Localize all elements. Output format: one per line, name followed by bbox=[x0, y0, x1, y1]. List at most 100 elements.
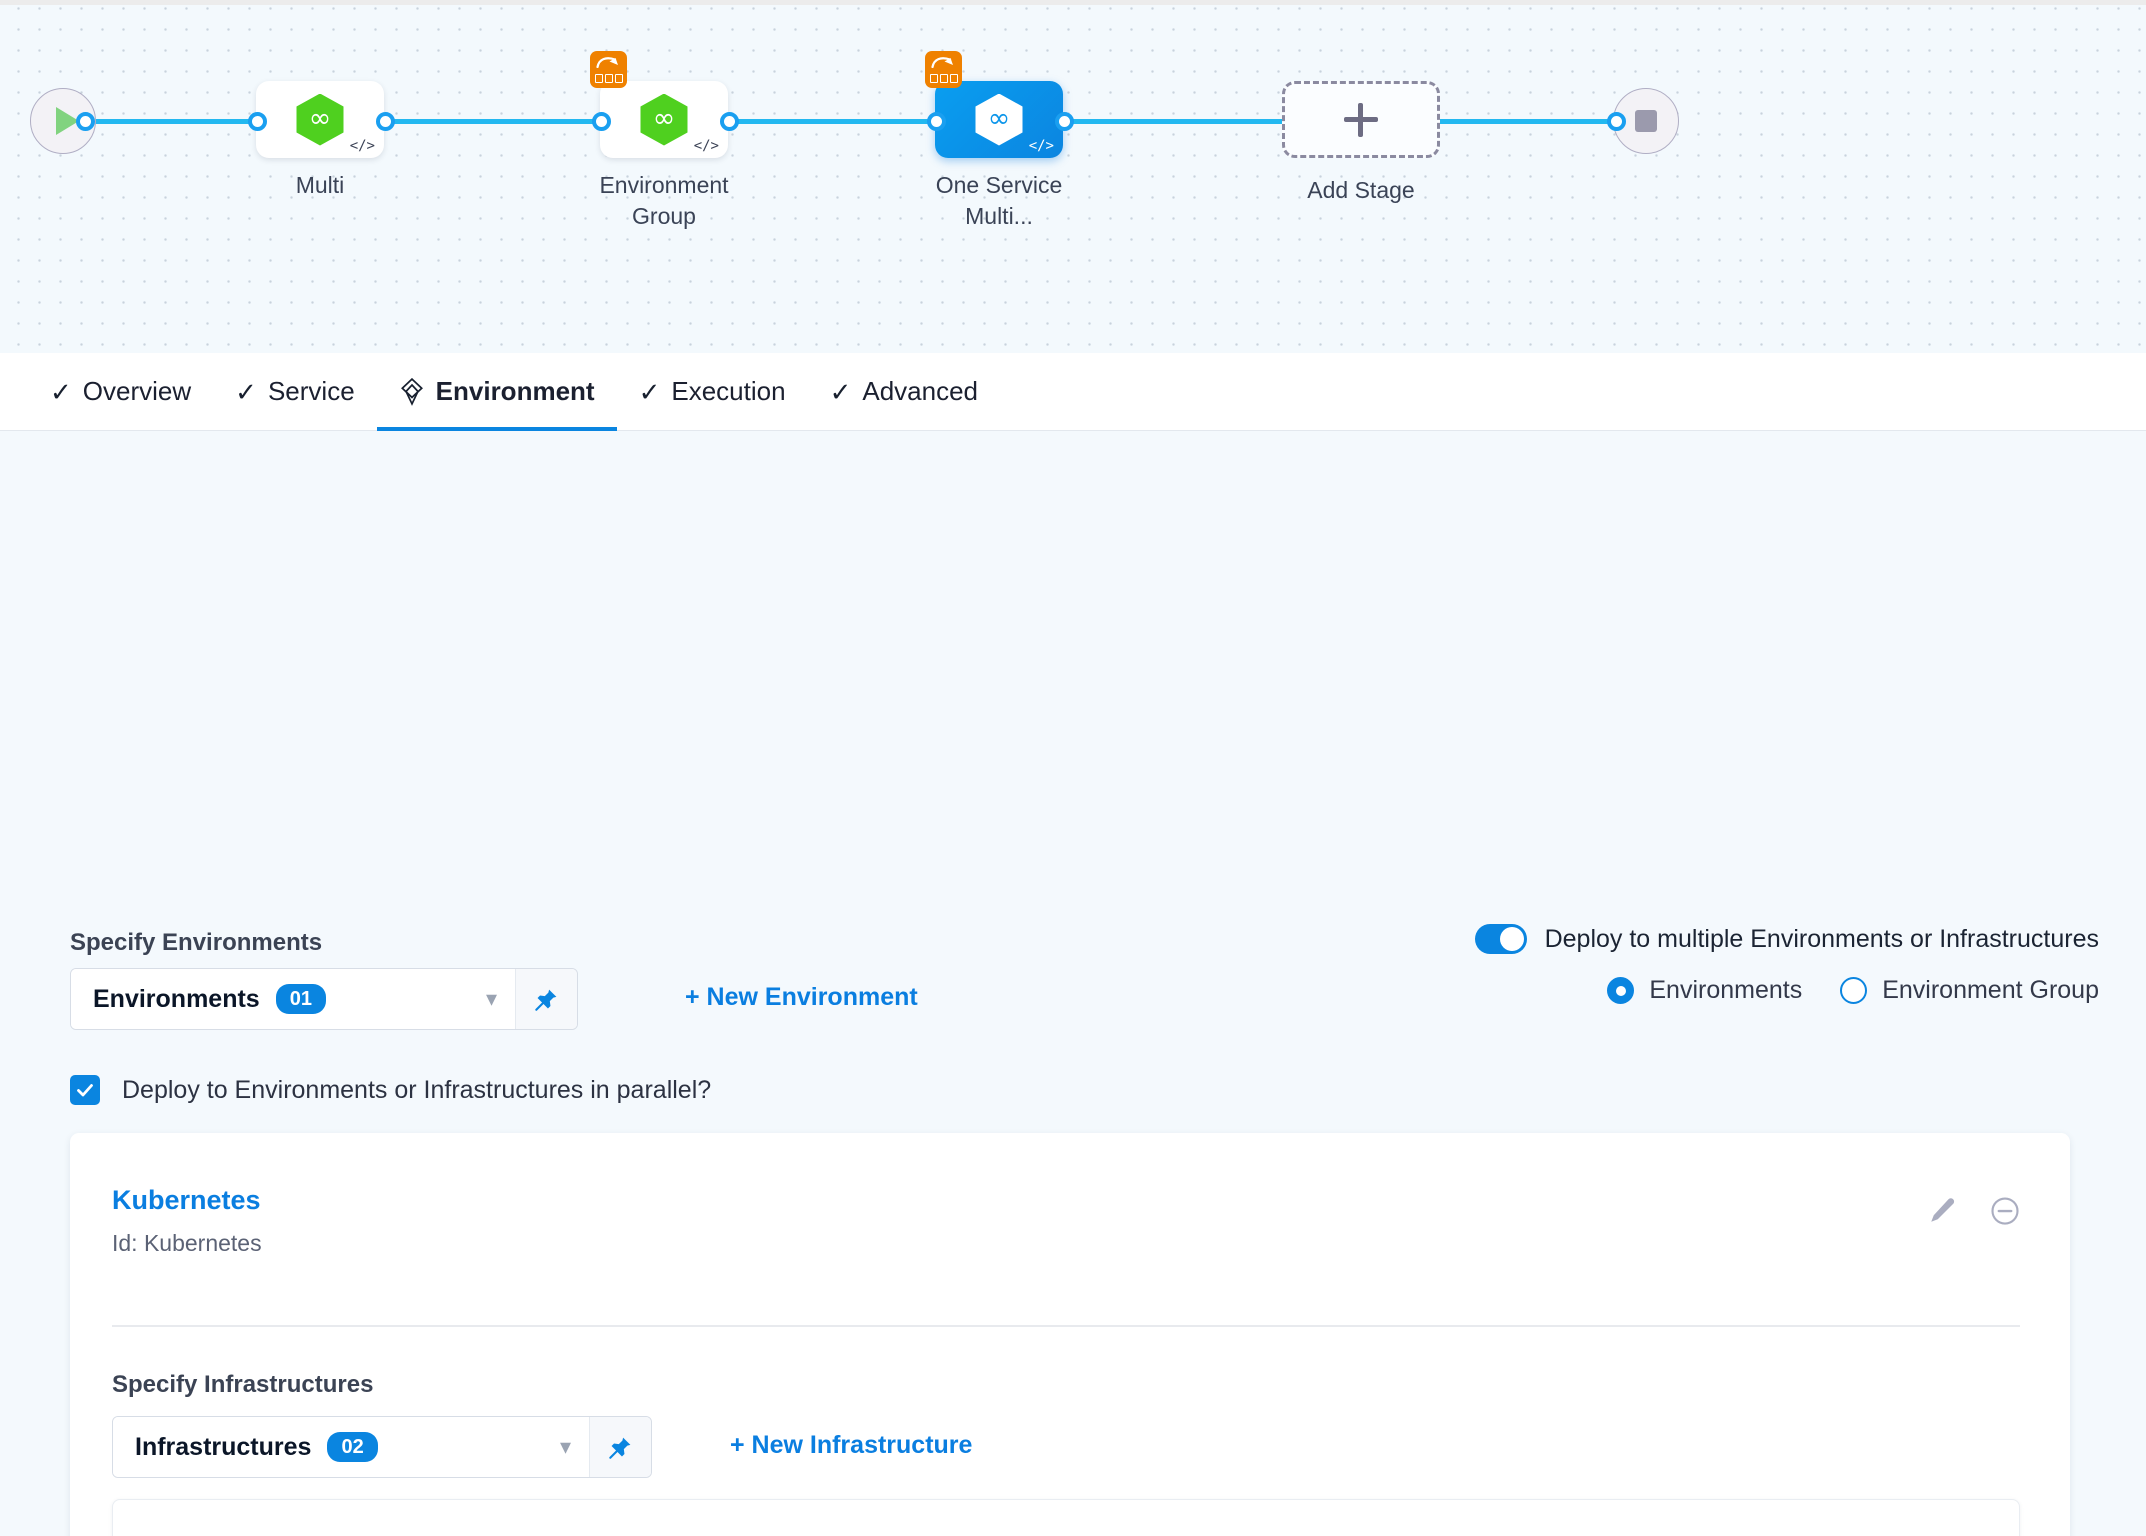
stage-node-multi[interactable]: ∞ </> bbox=[256, 81, 384, 158]
specify-infrastructures-label: Specify Infrastructures bbox=[112, 1371, 374, 1398]
radio-environment-group-input[interactable] bbox=[1840, 977, 1868, 1004]
radio-environment-group[interactable]: Environment Group bbox=[1840, 976, 2099, 1005]
code-icon[interactable]: </> bbox=[349, 138, 375, 154]
deployment-hexagon-icon: ∞ bbox=[975, 93, 1023, 146]
infrastructures-select-value: Infrastructures bbox=[135, 1432, 312, 1461]
parallel-deploy-label: Deploy to Environments or Infrastructure… bbox=[122, 1075, 712, 1104]
tab-overview-label: Overview bbox=[82, 376, 192, 406]
deployment-hexagon-icon: ∞ bbox=[296, 93, 344, 146]
new-environment-button[interactable]: + New Environment bbox=[685, 983, 918, 1011]
tab-service[interactable]: ✓ Service bbox=[213, 353, 377, 431]
stage-node-environment-group[interactable]: ∞ </> bbox=[590, 51, 728, 158]
infrastructure-card-body: Cluster 2 Id: Cluster_2 bbox=[113, 1500, 2019, 1536]
matrix-arrow-icon bbox=[596, 57, 618, 68]
matrix-arrow-icon bbox=[931, 57, 953, 68]
deploy-target-radio-group[interactable]: Environments Environment Group bbox=[1475, 976, 2099, 1005]
tab-advanced[interactable]: ✓ Advanced bbox=[808, 353, 1000, 431]
infrastructure-card: Cluster 2 Id: Cluster_2 bbox=[112, 1499, 2020, 1536]
circle-minus-icon bbox=[1991, 1197, 2019, 1225]
code-icon[interactable]: </> bbox=[1028, 138, 1054, 154]
play-icon bbox=[55, 107, 79, 135]
environment-card: Kubernetes Id: Kubernetes Specify Infras… bbox=[70, 1133, 2070, 1536]
multi-deploy-toggle[interactable] bbox=[1474, 924, 1527, 954]
chevron-down-icon: ▾ bbox=[559, 1434, 571, 1459]
edit-environment-button[interactable] bbox=[1927, 1196, 1957, 1226]
check-icon: ✓ bbox=[235, 376, 257, 407]
tab-execution-label: Execution bbox=[671, 376, 786, 406]
tab-execution[interactable]: ✓ Execution bbox=[617, 353, 808, 431]
pipeline-edge bbox=[665, 119, 935, 124]
matrix-boxes-icon bbox=[930, 74, 958, 83]
port-out-one-service-multi[interactable] bbox=[1055, 112, 1074, 131]
check-icon bbox=[77, 1084, 93, 1097]
pin-environments-button[interactable] bbox=[515, 969, 577, 1029]
multi-deploy-toggle-label: Deploy to multiple Environments or Infra… bbox=[1544, 924, 2099, 953]
stop-icon bbox=[1635, 110, 1657, 132]
radio-environments-input[interactable] bbox=[1607, 977, 1635, 1004]
layers-icon bbox=[400, 377, 423, 406]
pipeline-edge bbox=[1440, 119, 1640, 124]
port-in-multi[interactable] bbox=[248, 112, 267, 131]
multi-deploy-toggle-row[interactable]: Deploy to multiple Environments or Infra… bbox=[1474, 924, 2099, 954]
environment-card-header: Kubernetes Id: Kubernetes bbox=[70, 1133, 2070, 1257]
infrastructures-count-badge: 02 bbox=[327, 1432, 378, 1462]
check-icon: ✓ bbox=[50, 376, 72, 407]
port-start[interactable] bbox=[76, 112, 95, 131]
parallel-deploy-checkbox[interactable] bbox=[70, 1075, 100, 1105]
parallel-deploy-checkbox-row[interactable]: Deploy to Environments or Infrastructure… bbox=[70, 1075, 711, 1105]
stage-label-multi: Multi bbox=[295, 172, 345, 198]
matrix-strategy-icon bbox=[925, 51, 962, 88]
pipeline-edge bbox=[1000, 119, 1285, 124]
check-icon: ✓ bbox=[638, 376, 661, 407]
tab-advanced-label: Advanced bbox=[862, 376, 979, 406]
chevron-down-icon: ▾ bbox=[485, 986, 497, 1011]
environments-select-box[interactable]: Environments 01 ▾ bbox=[71, 969, 515, 1029]
environment-name-link[interactable]: Kubernetes bbox=[112, 1185, 261, 1215]
environments-select-value: Environments bbox=[93, 984, 260, 1013]
matrix-strategy-icon bbox=[590, 51, 627, 88]
radio-environment-group-label: Environment Group bbox=[1882, 976, 2099, 1004]
add-stage-button[interactable] bbox=[1282, 81, 1440, 158]
add-stage-label: Add Stage bbox=[1307, 177, 1415, 203]
new-infrastructure-button[interactable]: + New Infrastructure bbox=[730, 1431, 973, 1459]
pin-infrastructures-button[interactable] bbox=[589, 1417, 651, 1477]
check-icon: ✓ bbox=[829, 376, 852, 407]
environment-panel: Specify Environments Environments 01 ▾ +… bbox=[0, 431, 2146, 1536]
port-out-environment-group[interactable] bbox=[720, 112, 739, 131]
radio-environments[interactable]: Environments bbox=[1607, 976, 1802, 1005]
plus-icon bbox=[1344, 102, 1378, 137]
infrastructures-select[interactable]: Infrastructures 02 ▾ bbox=[112, 1416, 652, 1478]
environments-select[interactable]: Environments 01 ▾ bbox=[70, 968, 578, 1030]
stage-label-environment-group: Environment Group bbox=[599, 172, 729, 229]
port-end[interactable] bbox=[1607, 112, 1626, 131]
pin-icon bbox=[609, 1437, 631, 1459]
tab-service-label: Service bbox=[267, 376, 355, 406]
port-out-multi[interactable] bbox=[376, 112, 395, 131]
pipeline-edge bbox=[320, 119, 600, 124]
stage-node-one-service-multi[interactable]: ∞ </> bbox=[925, 51, 1063, 158]
matrix-boxes-icon bbox=[595, 74, 623, 83]
tab-environment[interactable]: Environment bbox=[376, 353, 617, 432]
tab-environment-label: Environment bbox=[435, 376, 595, 406]
environments-count-badge: 01 bbox=[275, 984, 326, 1014]
multi-deploy-options: Deploy to multiple Environments or Infra… bbox=[1474, 924, 2099, 1005]
code-icon[interactable]: </> bbox=[693, 138, 719, 154]
environment-card-actions bbox=[1927, 1196, 2020, 1226]
pipeline-canvas[interactable]: ∞ </> Multi ∞ </> Environment Group ∞ </… bbox=[0, 0, 2146, 353]
pipeline-edge bbox=[86, 119, 256, 124]
tab-overview[interactable]: ✓ Overview bbox=[28, 353, 213, 431]
infrastructures-select-box[interactable]: Infrastructures 02 ▾ bbox=[113, 1417, 589, 1477]
port-in-one-service-multi[interactable] bbox=[927, 112, 946, 131]
radio-environments-label: Environments bbox=[1649, 976, 1803, 1004]
deployment-hexagon-icon: ∞ bbox=[640, 93, 688, 146]
toggle-knob bbox=[1499, 927, 1524, 951]
remove-environment-button[interactable] bbox=[1990, 1196, 2020, 1226]
stage-config-tabbar[interactable]: ✓ Overview ✓ Service Environment ✓ Execu… bbox=[0, 353, 2146, 432]
port-in-environment-group[interactable] bbox=[592, 112, 611, 131]
environment-card-divider bbox=[112, 1325, 2020, 1327]
environment-id-text: Id: Kubernetes bbox=[112, 1230, 262, 1256]
pin-icon bbox=[535, 989, 557, 1011]
stage-label-one-service-multi: One Service Multi... bbox=[935, 172, 1063, 229]
specify-environments-label: Specify Environments bbox=[70, 929, 323, 956]
pencil-icon bbox=[1931, 1198, 1955, 1222]
